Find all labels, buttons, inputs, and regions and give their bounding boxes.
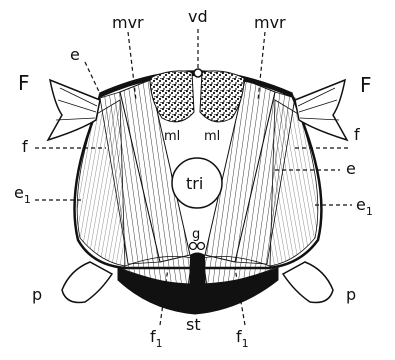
label-g: g <box>192 227 200 242</box>
label-p-right: p <box>346 285 356 304</box>
label-ml-left: ml <box>164 129 180 144</box>
label-e1-left-main: e <box>14 183 24 202</box>
label-f-right: f <box>354 125 360 144</box>
label-f1-right: f1 <box>236 327 249 350</box>
label-p-left: p <box>32 285 42 304</box>
label-F-right: F <box>360 73 372 97</box>
label-f-left: f <box>22 137 28 156</box>
vd-circle <box>194 69 202 77</box>
g-circle-right <box>198 243 205 250</box>
label-f1-left-sub: 1 <box>156 337 163 350</box>
label-st: st <box>186 315 201 334</box>
label-mvr-right: mvr <box>254 13 286 32</box>
g-circle-left <box>190 243 197 250</box>
label-e1-left: e1 <box>14 183 31 206</box>
label-f1-right-sub: 1 <box>242 337 249 350</box>
label-e1-right-main: e <box>356 195 366 214</box>
label-vd: vd <box>188 7 208 26</box>
leg-p-right <box>283 262 333 303</box>
leg-p-left <box>62 262 112 303</box>
label-e1-right-sub: 1 <box>366 205 373 218</box>
label-f1-left: f1 <box>150 327 163 350</box>
label-e1-left-sub: 1 <box>24 193 31 206</box>
label-e-left: e <box>70 45 80 64</box>
label-ml-right: ml <box>204 129 220 144</box>
label-F-left: F <box>18 71 30 95</box>
sternum-center <box>189 253 206 309</box>
label-e-right: e <box>346 159 356 178</box>
label-e1-right: e1 <box>356 195 373 218</box>
label-tri: tri <box>186 174 203 193</box>
label-mvr-left: mvr <box>112 13 144 32</box>
